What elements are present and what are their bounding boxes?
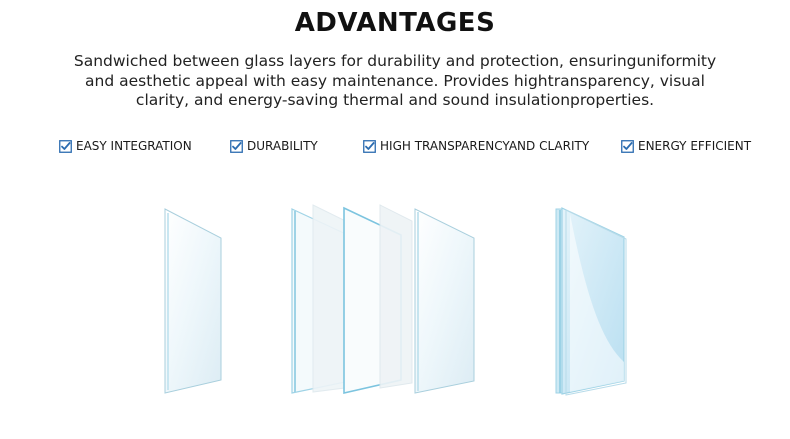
feature-label: DURABILITY <box>247 139 318 153</box>
checkbox-checked-icon <box>363 139 376 153</box>
description: Sandwiched between glass layers for dura… <box>70 52 720 111</box>
feature-label: EASY INTEGRATION <box>76 139 192 153</box>
feature-item-energy-efficient: ENERGY EFFICIENT <box>621 139 751 153</box>
description-line: clarity, and energy-saving thermal and s… <box>135 91 655 109</box>
description-line: and aesthetic appeal with easy maintenan… <box>85 71 705 90</box>
page-title: ADVANTAGES <box>294 8 496 38</box>
laminated-glass-assembly <box>555 207 627 396</box>
feature-list: EASY INTEGRATION DURABILITY HIGH TRANSPA… <box>0 139 790 157</box>
feature-item-durability: DURABILITY <box>230 139 318 153</box>
feature-label: ENERGY EFFICIENT <box>638 139 752 153</box>
feature-item-easy-integration: EASY INTEGRATION <box>59 139 192 153</box>
checkbox-checked-icon <box>59 139 72 153</box>
feature-label: HIGH TRANSPARENCYAND CLARITY <box>380 139 590 153</box>
checkbox-checked-icon <box>621 139 634 153</box>
checkbox-checked-icon <box>230 139 243 153</box>
laminated-glass-illustration <box>164 204 627 396</box>
feature-item-transparency: HIGH TRANSPARENCYAND CLARITY <box>363 139 589 153</box>
exploded-glass-layers <box>291 204 475 395</box>
description-line: Sandwiched between glass layers for dura… <box>73 52 717 70</box>
single-glass-pane <box>164 208 222 394</box>
